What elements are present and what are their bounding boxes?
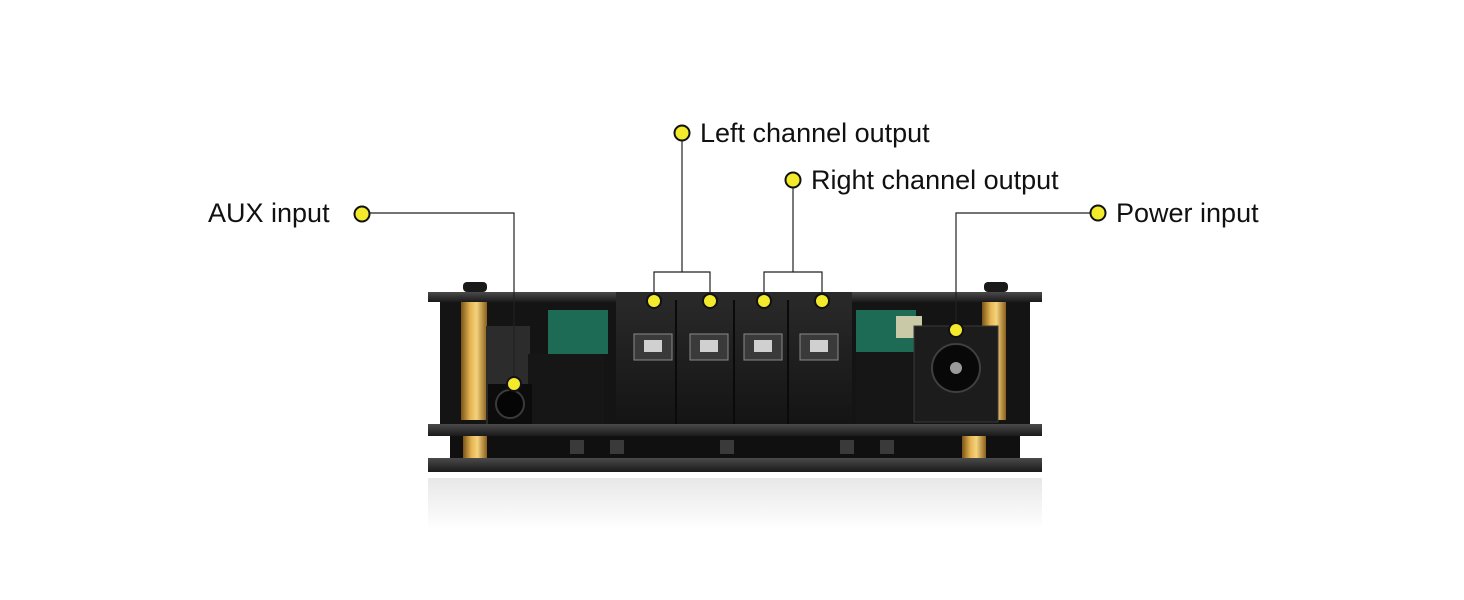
board-reflection xyxy=(428,478,1042,530)
standoff-right-lower xyxy=(962,436,986,460)
standoff-left-lower xyxy=(463,436,487,460)
aux-input-port-marker xyxy=(506,376,522,392)
lower-layer-interior xyxy=(450,436,1020,458)
middle-plate xyxy=(428,424,1042,436)
bottom-plate xyxy=(428,458,1042,472)
standoff-left-upper xyxy=(461,302,487,420)
aux-input-label-marker xyxy=(353,205,371,223)
terminal-screw-head xyxy=(644,340,662,352)
terminal-screw-head xyxy=(754,340,772,352)
right-channel-leader-branch xyxy=(793,271,823,300)
right-channel-leader xyxy=(763,180,794,300)
right-channel-output-label: Right channel output xyxy=(811,165,1059,195)
terminal-screw-head xyxy=(700,340,718,352)
top-screw-right xyxy=(984,282,1008,292)
power-input-label: Power input xyxy=(1116,198,1259,228)
power-input-label-marker xyxy=(1089,204,1107,222)
left-channel-leader xyxy=(653,133,683,300)
aux-jack-port xyxy=(495,389,525,419)
aux-input-label: AUX input xyxy=(208,198,330,228)
right-channel-label-marker xyxy=(784,171,802,189)
lower-component xyxy=(570,440,584,454)
left-channel-leader-branch xyxy=(682,271,711,300)
power-jack-body xyxy=(856,352,912,424)
lower-component xyxy=(610,440,624,454)
left-channel-terminal-marker xyxy=(646,293,662,309)
terminal-screw-head xyxy=(810,340,828,352)
left-channel-output-label: Left channel output xyxy=(700,118,930,148)
lower-component xyxy=(880,440,894,454)
left-green-component xyxy=(548,310,608,354)
aux-jack-body xyxy=(528,354,604,426)
left-channel-label-marker xyxy=(673,124,691,142)
power-jack-pin xyxy=(950,362,962,374)
power-input-port-marker xyxy=(948,322,964,338)
top-screw-left xyxy=(463,282,487,292)
aux-input-leader xyxy=(370,212,515,384)
left-channel-terminal-marker xyxy=(702,293,718,309)
lower-component xyxy=(720,440,734,454)
lower-component xyxy=(840,440,854,454)
right-channel-terminal-marker xyxy=(756,293,772,309)
power-input-leader xyxy=(955,212,1090,330)
right-channel-terminal-marker xyxy=(814,293,830,309)
